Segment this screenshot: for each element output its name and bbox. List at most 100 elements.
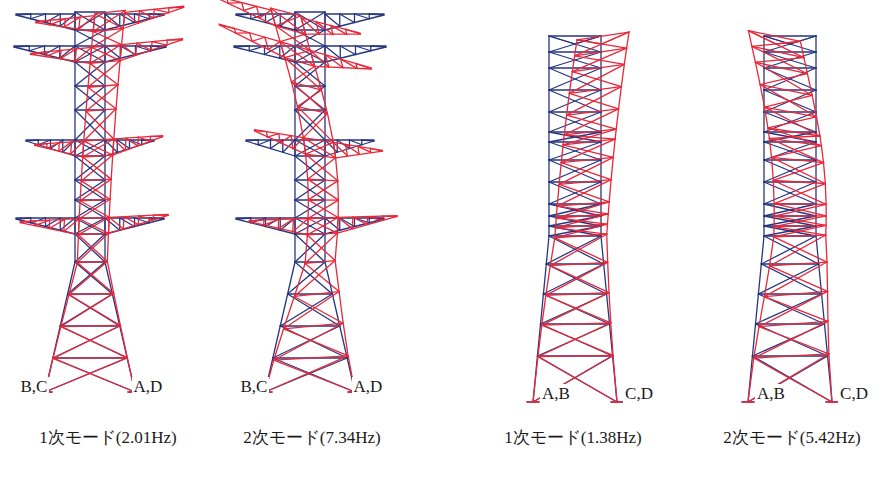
tower-member bbox=[772, 157, 824, 162]
tower-member bbox=[549, 182, 601, 204]
tower-member bbox=[770, 266, 828, 291]
tower-member bbox=[49, 220, 51, 228]
tower-member bbox=[763, 216, 764, 226]
tower-member bbox=[305, 261, 335, 264]
tower-member bbox=[93, 16, 95, 32]
tower-member bbox=[340, 46, 355, 55]
tower-member bbox=[773, 163, 823, 181]
tower-member bbox=[74, 180, 75, 200]
tower-member bbox=[305, 263, 339, 291]
undeformed-tower bbox=[14, 12, 166, 392]
tower-member bbox=[324, 140, 325, 156]
tower-member bbox=[773, 180, 826, 204]
tower-member bbox=[825, 204, 826, 215]
tower-member bbox=[550, 238, 554, 266]
tower-member bbox=[825, 184, 827, 205]
tower-member bbox=[78, 233, 108, 234]
tower-member bbox=[764, 226, 816, 236]
tower-member bbox=[815, 90, 816, 112]
tower-member bbox=[61, 293, 114, 326]
tower-member bbox=[305, 235, 307, 264]
tower-member bbox=[278, 219, 293, 229]
tower-member bbox=[754, 327, 759, 358]
tower-member bbox=[604, 264, 607, 294]
tower-member bbox=[88, 85, 118, 88]
leg-label: A,B bbox=[540, 384, 572, 404]
tower-member bbox=[331, 25, 333, 34]
tower-member bbox=[60, 326, 127, 358]
tower-member bbox=[75, 180, 105, 200]
tower-member bbox=[271, 10, 275, 26]
tower-member bbox=[292, 219, 294, 232]
tower-member bbox=[274, 360, 355, 392]
tower-member bbox=[764, 297, 828, 322]
tower-member bbox=[609, 293, 611, 323]
tower-member bbox=[561, 157, 613, 162]
leg-label: A,D bbox=[352, 377, 385, 397]
tower-member bbox=[249, 46, 250, 51]
tower-member bbox=[293, 218, 308, 231]
tower-member bbox=[285, 58, 322, 90]
tower-member bbox=[116, 85, 118, 109]
tower-member bbox=[763, 112, 764, 132]
tower-member bbox=[337, 218, 339, 234]
tower-member bbox=[548, 132, 549, 142]
tower-member bbox=[154, 9, 168, 12]
tower-member bbox=[294, 14, 295, 30]
tower-member bbox=[108, 217, 110, 233]
tower-member bbox=[307, 218, 309, 234]
mode-shape-tower bbox=[212, 0, 397, 392]
leg-label: C,D bbox=[838, 384, 870, 404]
tower-member bbox=[569, 87, 621, 94]
tower-member bbox=[152, 42, 167, 45]
tower-member bbox=[548, 204, 549, 216]
tower-member bbox=[611, 323, 613, 355]
tower-member bbox=[150, 136, 152, 141]
tower-member bbox=[325, 55, 343, 68]
tower-member bbox=[339, 14, 340, 26]
tower-member bbox=[77, 233, 108, 262]
tower-member bbox=[138, 137, 150, 141]
tower-member bbox=[122, 45, 136, 56]
tower-member bbox=[236, 15, 295, 30]
tower-member bbox=[113, 139, 114, 155]
tower-member bbox=[611, 157, 613, 179]
tower-member bbox=[153, 215, 155, 220]
tower-member bbox=[761, 236, 764, 264]
tower-member bbox=[527, 401, 539, 402]
tower-member bbox=[71, 141, 84, 154]
tower-member bbox=[79, 201, 81, 219]
tower-member bbox=[74, 14, 75, 30]
tower-member bbox=[774, 225, 826, 237]
tower-member bbox=[769, 136, 820, 138]
tower-member bbox=[308, 200, 338, 218]
tower-member bbox=[294, 156, 295, 180]
tower-member bbox=[542, 295, 546, 325]
tower-member bbox=[355, 14, 370, 19]
tower-member bbox=[602, 32, 629, 44]
tower-member bbox=[83, 155, 113, 157]
tower-member bbox=[324, 12, 325, 30]
tower-member bbox=[47, 143, 60, 149]
tower-member bbox=[104, 12, 105, 30]
tower-member bbox=[768, 117, 817, 128]
tower-member bbox=[324, 140, 325, 156]
tower-member bbox=[772, 157, 774, 180]
tower-member bbox=[621, 64, 624, 86]
tower-member bbox=[306, 154, 336, 158]
tower-member bbox=[752, 46, 756, 62]
tower-member bbox=[358, 146, 371, 152]
tower-member bbox=[575, 48, 627, 56]
tower-member bbox=[265, 356, 348, 392]
tower-member bbox=[295, 180, 325, 200]
tower-member bbox=[295, 12, 325, 30]
tower-member bbox=[773, 227, 775, 237]
tower-member bbox=[307, 200, 309, 219]
tower-member bbox=[825, 225, 827, 235]
tower-member bbox=[538, 355, 613, 356]
tower-member bbox=[123, 217, 125, 229]
tower-member bbox=[764, 182, 816, 204]
tower-member bbox=[120, 45, 122, 61]
tower-member bbox=[78, 217, 109, 234]
tower-member bbox=[345, 29, 346, 34]
